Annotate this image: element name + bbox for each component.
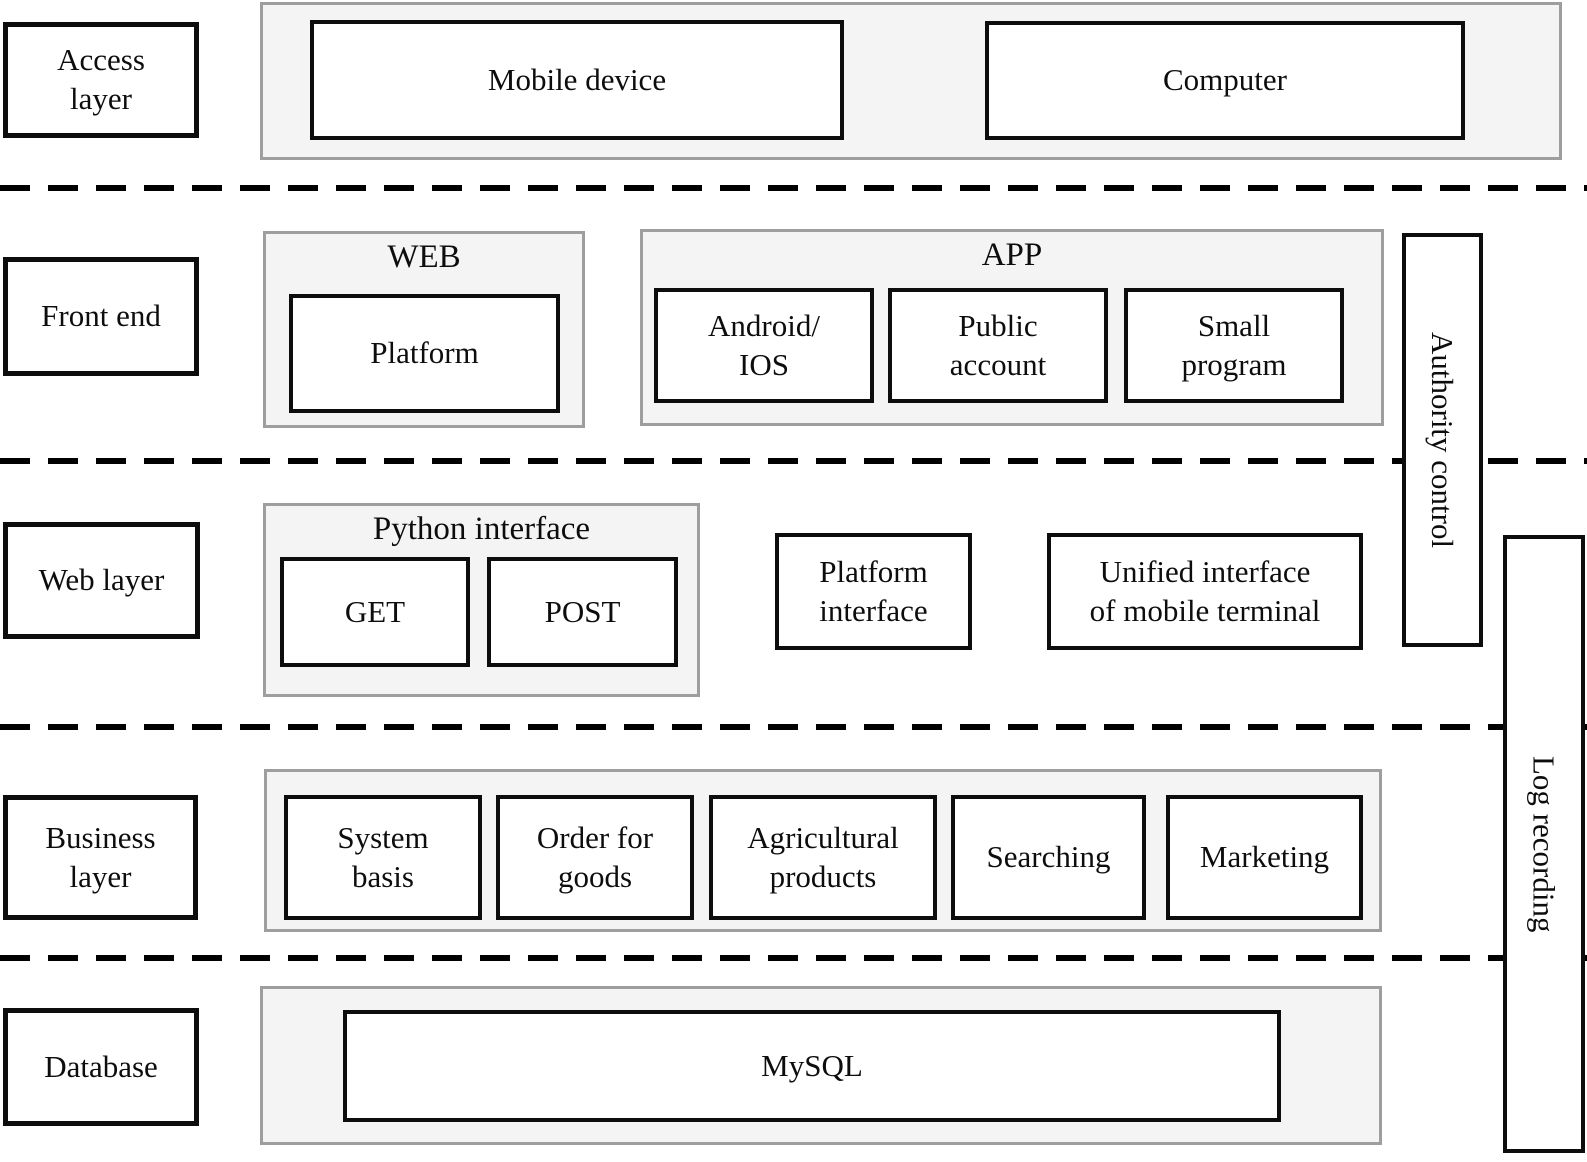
dashed-separator-2 xyxy=(0,458,1587,464)
platform-box: Platform xyxy=(289,294,560,413)
authority-control-bar: Authority control xyxy=(1402,233,1483,647)
order-for-goods-box: Order for goods xyxy=(496,795,694,920)
system-basis-box: System basis xyxy=(284,795,482,920)
post-box: POST xyxy=(487,557,678,667)
dashed-separator-1 xyxy=(0,185,1587,191)
access-layer-label: Access layer xyxy=(3,22,199,138)
public-account-box: Public account xyxy=(888,288,1108,403)
python-interface-title: Python interface xyxy=(372,511,591,547)
small-program-box: Small program xyxy=(1124,288,1344,403)
marketing-box: Marketing xyxy=(1166,795,1363,920)
business-layer-label: Business layer xyxy=(3,795,198,920)
get-box: GET xyxy=(280,557,470,667)
web-layer-label: Web layer xyxy=(3,522,200,639)
searching-box: Searching xyxy=(951,795,1146,920)
agricultural-products-box: Agricultural products xyxy=(709,795,937,920)
app-group-title: APP xyxy=(981,237,1043,273)
unified-interface-box: Unified interface of mobile terminal xyxy=(1047,533,1363,650)
mysql-box: MySQL xyxy=(343,1010,1281,1122)
dashed-separator-3 xyxy=(0,724,1587,730)
log-recording-bar: Log recording xyxy=(1503,535,1585,1153)
front-end-label: Front end xyxy=(3,257,199,376)
computer-box: Computer xyxy=(985,21,1465,140)
database-label: Database xyxy=(3,1008,199,1126)
dashed-separator-4 xyxy=(0,955,1587,961)
mobile-device-box: Mobile device xyxy=(310,20,844,140)
platform-interface-box: Platform interface xyxy=(775,533,972,650)
android-ios-box: Android/ IOS xyxy=(654,288,874,403)
web-group-title: WEB xyxy=(387,239,461,275)
